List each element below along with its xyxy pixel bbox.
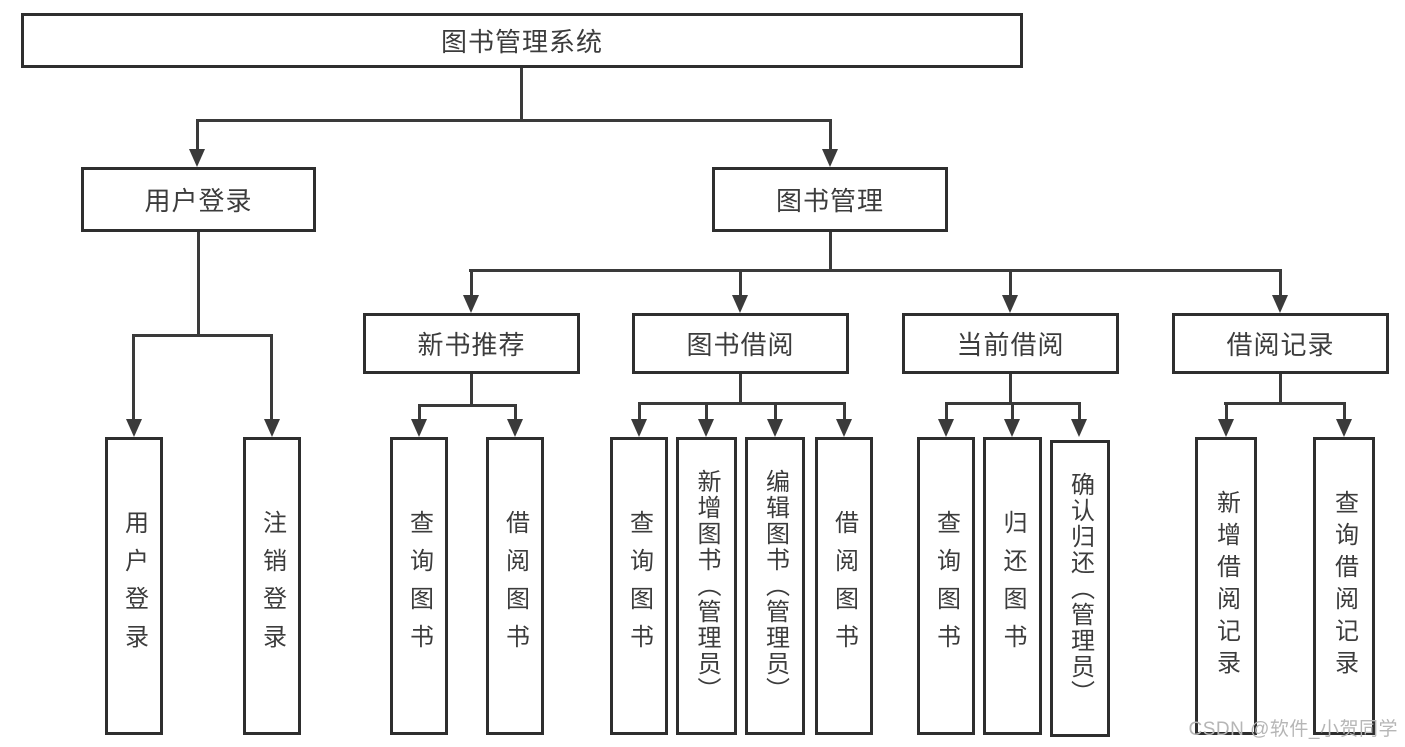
connector-arrow-stem [945,402,948,420]
connector-arrow-stem [1225,402,1228,420]
node-book-borrow-label: 图书借阅 [686,330,795,360]
connector-current-stem [1009,374,1012,405]
arrow-down-icon [732,295,748,313]
node-logout-label: 注销登录 [258,510,286,662]
node-borrow-record: 借阅记录 [1172,313,1389,374]
arrow-down-icon [698,419,714,437]
connector-login-hline [132,334,273,337]
node-user-login: 用户登录 [105,437,163,735]
connector-manage-stem [829,232,832,272]
node-recommend-borrow-book-label: 借阅图书 [501,510,529,662]
connector-arrow-stem [1009,269,1012,297]
arrow-down-icon [1218,419,1234,437]
node-query-borrow-record-label: 查询借阅记录 [1330,490,1358,682]
node-borrow-query-book: 查询图书 [610,437,668,735]
arrow-down-icon [264,419,280,437]
connector-manage-hline [469,269,1282,272]
node-user-login-branch-label: 用户登录 [144,186,253,216]
arrow-down-icon [1002,295,1018,313]
node-recommend-query-book-label: 查询图书 [405,510,433,662]
arrow-down-icon [1071,419,1087,437]
arrow-down-icon [1004,419,1020,437]
connector-record-hline [1224,402,1345,405]
node-current-borrow: 当前借阅 [902,313,1119,374]
node-borrow-book: 借阅图书 [815,437,873,735]
csdn-watermark: CSDN @软件_小贺同学 [1188,719,1398,740]
arrow-down-icon [126,419,142,437]
arrow-down-icon [767,419,783,437]
arrow-down-icon [507,419,523,437]
node-add-borrow-record: 新增借阅记录 [1195,437,1257,735]
node-return-book-label: 归还图书 [999,510,1026,662]
node-current-query-book-label: 查询图书 [932,510,960,662]
node-add-borrow-record-label: 新增借阅记录 [1212,490,1240,682]
arrow-down-icon [836,419,852,437]
node-add-book-admin: 新增图书（管理员） [676,437,737,735]
node-current-borrow-label: 当前借阅 [956,330,1065,360]
connector-arrow-stem [829,119,832,152]
node-add-book-admin-label: 新增图书（管理员） [693,469,720,703]
connector-arrow-stem [514,404,517,420]
node-logout: 注销登录 [243,437,301,735]
connector-arrow-stem [1343,402,1346,420]
connector-arrow-stem [132,334,135,419]
node-recommend-query-book: 查询图书 [390,437,448,735]
node-user-login-branch: 用户登录 [81,167,316,232]
connector-recommend-stem [470,374,473,407]
node-confirm-return-admin-label: 确认归还（管理员） [1066,471,1094,706]
connector-arrow-stem [638,402,641,420]
connector-login-stem [197,232,200,337]
connector-arrow-stem [196,119,199,152]
connector-arrow-stem [739,269,742,297]
connector-arrow-stem [1279,269,1282,297]
node-current-query-book: 查询图书 [917,437,975,735]
connector-root-hline [196,119,832,122]
connector-arrow-stem [705,402,708,420]
node-return-book: 归还图书 [983,437,1042,735]
connector-arrow-stem [470,269,473,297]
arrow-down-icon [1272,295,1288,313]
arrow-down-icon [938,419,954,437]
connector-arrow-stem [1011,402,1014,420]
connector-arrow-stem [1078,402,1081,420]
connector-arrow-stem [270,334,273,419]
node-new-book-recommend-label: 新书推荐 [417,330,526,360]
node-recommend-borrow-book: 借阅图书 [486,437,544,735]
connector-arrow-stem [843,402,846,420]
arrow-down-icon [822,149,838,167]
connector-arrow-stem [774,402,777,420]
connector-borrow-hline [638,402,845,405]
connector-root-stem [520,68,523,120]
node-borrow-record-label: 借阅记录 [1226,330,1335,360]
arrow-down-icon [189,149,205,167]
node-user-login-label: 用户登录 [120,510,148,662]
node-root-system-label: 图书管理系统 [440,27,603,57]
connector-borrow-stem [739,374,742,405]
arrow-down-icon [631,419,647,437]
node-book-borrow: 图书借阅 [632,313,849,374]
node-root-system: 图书管理系统 [21,13,1023,68]
node-borrow-book-label: 借阅图书 [830,510,858,662]
node-new-book-recommend: 新书推荐 [363,313,580,374]
arrow-down-icon [463,295,479,313]
node-query-borrow-record: 查询借阅记录 [1313,437,1375,735]
connector-arrow-stem [418,404,421,420]
node-confirm-return-admin: 确认归还（管理员） [1050,440,1110,737]
node-edit-book-admin: 编辑图书（管理员） [745,437,805,735]
node-borrow-query-book-label: 查询图书 [625,510,653,662]
connector-record-stem [1279,374,1282,405]
connector-recommend-hline [418,404,516,407]
arrow-down-icon [411,419,427,437]
node-book-manage-branch-label: 图书管理 [775,186,884,216]
arrow-down-icon [1336,419,1352,437]
node-edit-book-admin-label: 编辑图书（管理员） [761,469,789,703]
node-book-manage-branch: 图书管理 [712,167,948,232]
